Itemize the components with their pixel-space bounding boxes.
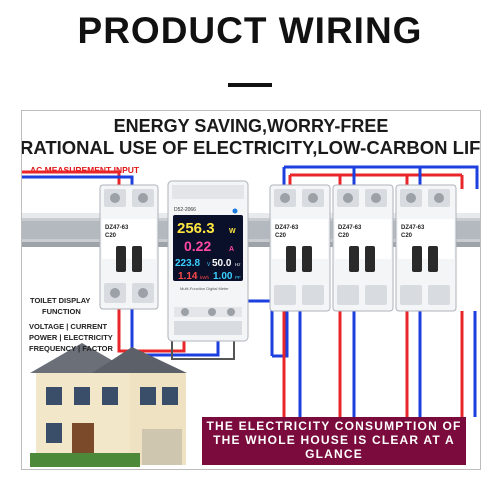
voltage-reading: 223.8 (175, 258, 200, 269)
headline-energy: ENERGY SAVING,WORRY-FREE (113, 116, 389, 136)
toilet-display-label: TOILET DISPLAY FUNCTION (30, 296, 91, 316)
title-underline (228, 83, 272, 87)
breaker-2-model: DZ47-63 (338, 225, 362, 231)
pf-reading: 1.00 (213, 271, 233, 282)
page-title: PRODUCT WIRING (77, 10, 423, 51)
voltage-unit: V (207, 262, 211, 268)
breaker-2-rating: C20 (338, 233, 350, 239)
frequency-reading: 50.0 (212, 258, 232, 269)
output-wires (117, 299, 477, 417)
power-unit: W (229, 228, 236, 235)
house-illustration (30, 343, 187, 467)
consumption-banner: THE ELECTRICITY CONSUMPTION OF THE WHOLE… (202, 417, 466, 465)
breaker-3-model: DZ47-63 (401, 225, 425, 231)
breaker-1-rating: C20 (275, 233, 287, 239)
meter-footer-text: Multi-Function Digital Meter (180, 286, 229, 291)
power-reading: 256.3 (177, 220, 215, 237)
wiring-diagram: DZ47-63 C20 D52-2066 256.3 W 0.22 A 223.… (22, 165, 480, 467)
branch-breaker-3: DZ47-63 C20 (395, 184, 457, 312)
current-unit: A (229, 246, 234, 253)
branch-breaker-2: DZ47-63 C20 (332, 184, 394, 312)
meter-model-text: D52-2066 (174, 207, 196, 213)
pf-unit: PF (235, 275, 241, 280)
headline-rational: RATIONAL USE OF ELECTRICITY,LOW-CARBON L… (21, 137, 481, 158)
frequency-unit: Hz (235, 262, 241, 267)
breaker-model-text: DZ47-63 (105, 225, 129, 231)
measurement-labels: VOLTAGE | CURRENT POWER | ELECTRICITY FR… (29, 322, 113, 353)
breaker-1-model: DZ47-63 (275, 225, 299, 231)
branch-breaker-1: DZ47-63 C20 (269, 184, 331, 312)
breaker-3-rating: C20 (401, 233, 413, 239)
main-breaker: DZ47-63 C20 (99, 184, 159, 310)
ac-measurement-label: AC MEASUREMENT INPUT (30, 165, 140, 175)
breaker-rating-text: C20 (105, 233, 117, 239)
wiring-panel: ENERGY SAVING,WORRY-FREE RATIONAL USE OF… (21, 110, 481, 470)
digital-meter: D52-2066 256.3 W 0.22 A 223.8 V 50.0 Hz … (167, 180, 249, 342)
energy-unit: kWh (200, 275, 209, 280)
current-reading: 0.22 (184, 238, 211, 254)
energy-reading: 1.14 (178, 271, 198, 282)
